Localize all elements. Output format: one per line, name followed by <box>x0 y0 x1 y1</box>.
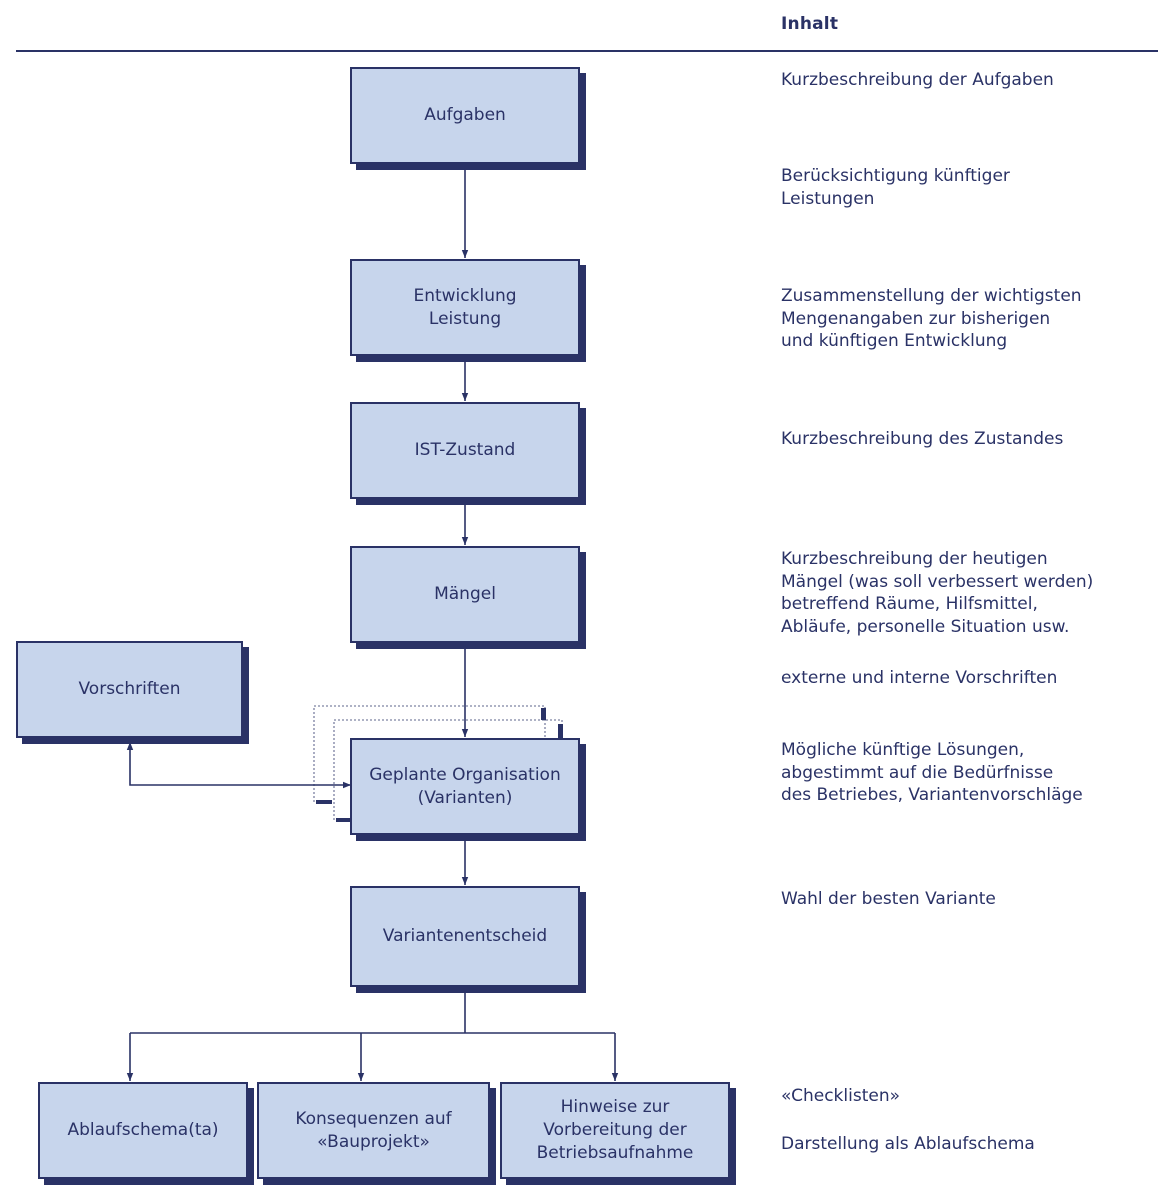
desc-entwicklung: Zusammenstellung der wichtigsten Mengena… <box>781 286 1082 351</box>
box-hinweise: Hinweise zur Vorbereitung der Betriebsau… <box>500 1082 730 1179</box>
desc-aufgaben: Kurzbeschreibung der Aufgaben <box>781 70 1054 90</box>
box-maengel-label: Mängel <box>434 584 496 604</box>
box-ablaufschema: Ablaufschema(ta) <box>38 1082 248 1179</box>
desc-vorschriften: externe und interne Vorschriften <box>781 668 1058 688</box>
desc-leistungen: Berücksichtigung künftiger Leistungen <box>781 166 1010 209</box>
variant-stack-shadows <box>316 708 563 822</box>
box-maengel: Mängel <box>350 546 580 643</box>
box-ablaufschema-label: Ablaufschema(ta) <box>67 1120 219 1140</box>
box-vorschriften: Vorschriften <box>16 641 243 738</box>
box-geplante-organisation-label: Geplante Organisation (Varianten) <box>369 764 561 808</box>
box-geplante-organisation: Geplante Organisation (Varianten) <box>350 738 580 835</box>
desc-wahl: Wahl der besten Variante <box>781 889 996 909</box>
box-aufgaben: Aufgaben <box>350 67 580 164</box>
box-entwicklung-label: Entwicklung Leistung <box>413 285 517 329</box>
box-hinweise-label: Hinweise zur Vorbereitung der Betriebsau… <box>536 1097 694 1163</box>
arrow-vorschriften-link <box>126 742 351 789</box>
box-konsequenzen-label: Konsequenzen auf «Bauprojekt» <box>295 1108 452 1152</box>
desc-checklisten: «Checklisten» <box>781 1086 900 1106</box>
box-konsequenzen: Konsequenzen auf «Bauprojekt» <box>257 1082 490 1179</box>
desc-zustand: Kurzbeschreibung des Zustandes <box>781 429 1064 449</box>
desc-maengel: Kurzbeschreibung der heutigen Mängel (wa… <box>781 549 1094 637</box>
content-column-header: Inhalt <box>781 14 839 34</box>
box-vorschriften-label: Vorschriften <box>78 679 181 699</box>
box-ist-zustand-label: IST-Zustand <box>414 440 516 460</box>
desc-darstellung: Darstellung als Ablaufschema <box>781 1134 1035 1154</box>
box-aufgaben-label: Aufgaben <box>424 105 506 125</box>
box-entwicklung-leistung: Entwicklung Leistung <box>350 259 580 356</box>
box-variantenentscheid: Variantenentscheid <box>350 886 580 987</box>
box-ist-zustand: IST-Zustand <box>350 402 580 499</box>
desc-loesungen: Mögliche künftige Lösungen, abgestimmt a… <box>781 740 1083 805</box>
header-divider <box>16 50 1158 52</box>
box-variantenentscheid-label: Variantenentscheid <box>382 926 548 946</box>
